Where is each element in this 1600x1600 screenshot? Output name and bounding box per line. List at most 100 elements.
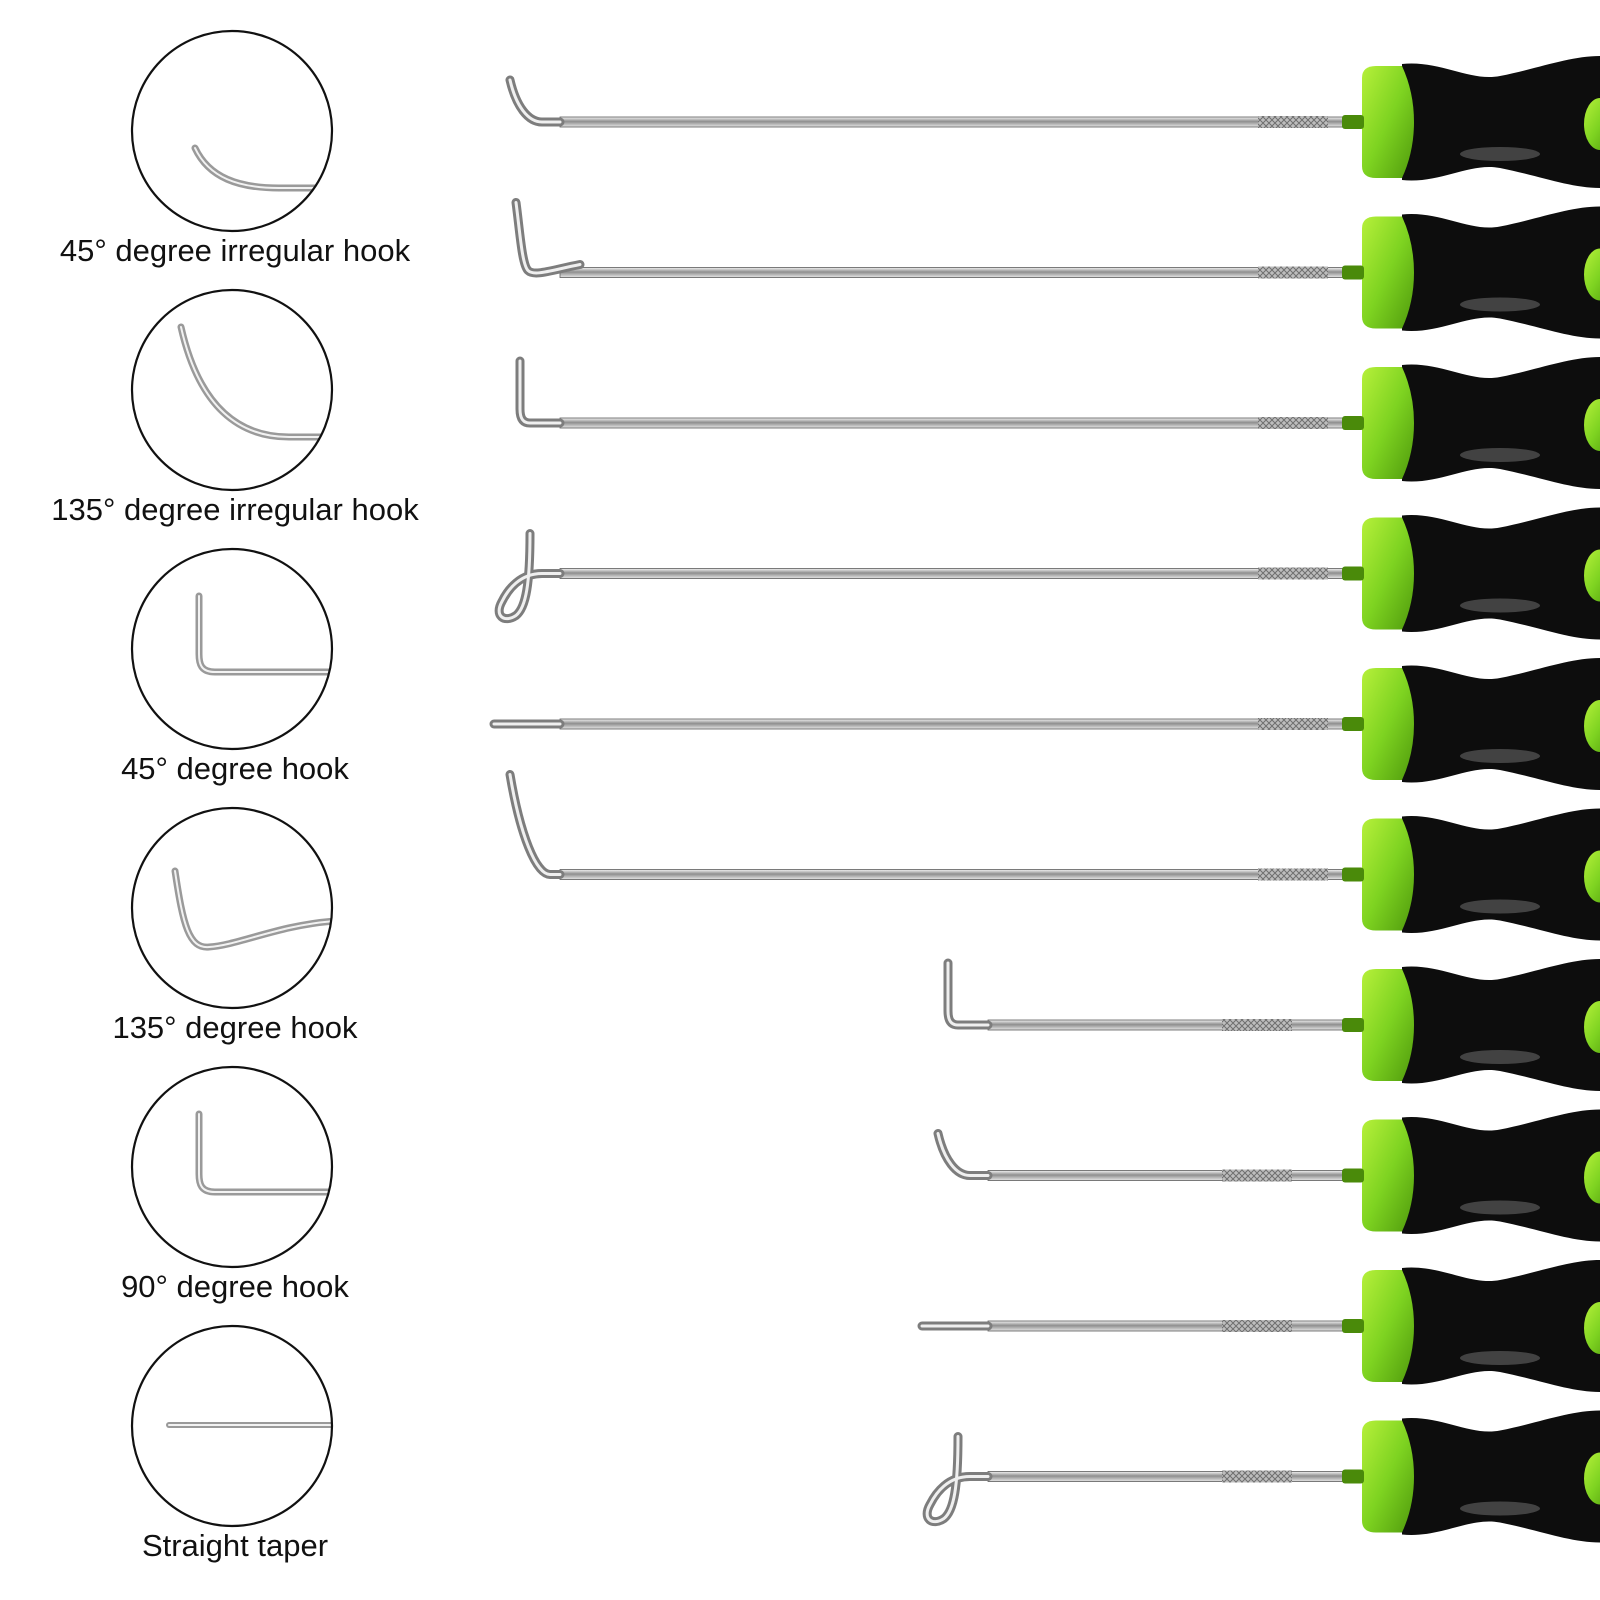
- ferrule: [1342, 867, 1364, 882]
- hook-detail-straight-icon: [129, 1323, 335, 1529]
- knurled-section: [1222, 1320, 1292, 1332]
- handle-shine: [1460, 899, 1540, 914]
- pick-tool-irregular-45-long: [505, 56, 1600, 188]
- knurled-section: [1258, 116, 1328, 128]
- shaft: [559, 568, 1363, 579]
- tip-highlight: [518, 359, 562, 425]
- knurled-section: [1258, 567, 1328, 580]
- handle-shine: [1460, 448, 1540, 462]
- ferrule: [1342, 1168, 1364, 1183]
- handle-shine: [1460, 1351, 1540, 1365]
- handle-green-collar: [1362, 1270, 1414, 1382]
- tip-highlight: [497, 532, 562, 621]
- handle-body: [1402, 959, 1600, 1091]
- handle-body: [1402, 1260, 1600, 1392]
- handle-green-grip: [1584, 850, 1600, 903]
- ferrule: [1342, 416, 1364, 430]
- shaft: [559, 718, 1363, 730]
- knurled-section: [1222, 1019, 1292, 1031]
- handle-green-collar: [1362, 818, 1414, 931]
- shaft: [559, 267, 1363, 278]
- handle-body: [1402, 507, 1600, 640]
- handle-green-collar: [1362, 367, 1414, 479]
- handle-green-collar: [1362, 1119, 1414, 1232]
- legend-label: Straight taper: [141, 1528, 329, 1563]
- hook-detail-hook-90-icon: [129, 1064, 335, 1270]
- ferrule: [1342, 1319, 1364, 1333]
- handle-green-grip: [1584, 549, 1600, 602]
- tip-highlight: [936, 1132, 990, 1177]
- ferrule: [1342, 115, 1364, 129]
- ferrule: [1342, 1469, 1364, 1484]
- pick-tool-straight-long: [489, 658, 1600, 790]
- tip-highlight: [925, 1435, 990, 1524]
- handle-green-grip: [1584, 399, 1600, 451]
- handle-shine: [1460, 598, 1540, 613]
- ferrule: [1342, 717, 1364, 731]
- shaft: [559, 869, 1363, 880]
- handle-green-collar: [1362, 216, 1414, 329]
- handle-body: [1402, 1109, 1600, 1242]
- knurled-section: [1222, 1470, 1292, 1483]
- knurled-section: [1258, 718, 1328, 730]
- handle-shine: [1460, 1050, 1540, 1064]
- knurled-section: [1258, 266, 1328, 279]
- pick-tool-hook-90-long: [515, 356, 1600, 489]
- ferrule: [1342, 566, 1364, 581]
- shaft: [987, 1019, 1363, 1031]
- ferrule: [1342, 265, 1364, 280]
- handle-body: [1402, 206, 1600, 339]
- handle-body: [1402, 1410, 1600, 1543]
- legend-label: 135° degree irregular hook: [51, 492, 419, 527]
- tip-hook-90: [943, 958, 993, 1030]
- handle-shine: [1460, 749, 1540, 763]
- hook-detail-hook-135-icon: [129, 805, 335, 1011]
- handle-shine: [1460, 147, 1540, 161]
- handle-green-collar: [1362, 1420, 1414, 1533]
- handle-body: [1402, 56, 1600, 188]
- handle-shine: [1460, 1200, 1540, 1215]
- handle-green-grip: [1584, 700, 1600, 752]
- handle-green-grip: [1584, 98, 1600, 150]
- shaft: [987, 1170, 1363, 1181]
- pick-tool-u-hook-long: [494, 507, 1600, 640]
- legend-label: 45° degree hook: [121, 751, 349, 786]
- pick-tool-irregular-135-long: [505, 770, 1600, 941]
- handle-body: [1402, 357, 1600, 489]
- handle-green-collar: [1362, 66, 1414, 178]
- shaft: [559, 417, 1363, 429]
- legend-label: 90° degree hook: [121, 1269, 349, 1304]
- knurled-section: [1258, 417, 1328, 429]
- pick-tool-hook-90-short: [943, 958, 1600, 1091]
- shaft: [559, 116, 1363, 128]
- hook-detail-irregular-135-icon: [129, 287, 335, 493]
- handle-shine: [1460, 297, 1540, 312]
- legend-label: 135° degree hook: [112, 1010, 358, 1045]
- pick-tool-u-hook-short: [922, 1410, 1600, 1543]
- shaft: [987, 1471, 1363, 1482]
- handle-green-collar: [1362, 517, 1414, 630]
- handle-green-grip: [1584, 248, 1600, 301]
- tip-hook-90: [515, 356, 565, 428]
- handle-shine: [1460, 1501, 1540, 1516]
- hook-detail-irregular-45-icon: [129, 28, 335, 234]
- shaft: [987, 1320, 1363, 1332]
- knurled-section: [1222, 1169, 1292, 1182]
- tip-highlight: [514, 201, 582, 275]
- handle-body: [1402, 658, 1600, 790]
- pick-tool-irregular-45-short: [933, 1109, 1600, 1242]
- handle-green-grip: [1584, 1452, 1600, 1505]
- pick-tool-straight-short: [917, 1260, 1600, 1392]
- legend-label: 45° degree irregular hook: [59, 233, 411, 268]
- knurled-section: [1258, 868, 1328, 881]
- handle-green-collar: [1362, 969, 1414, 1081]
- handle-green-grip: [1584, 1001, 1600, 1053]
- tip-highlight: [946, 961, 990, 1027]
- handle-green-collar: [1362, 668, 1414, 780]
- handle-body: [1402, 808, 1600, 941]
- pick-tool-hook-135-long: [511, 198, 1600, 339]
- hook-detail-hook-45-icon: [129, 546, 335, 752]
- tip-highlight: [508, 78, 562, 124]
- tip-highlight: [508, 773, 562, 876]
